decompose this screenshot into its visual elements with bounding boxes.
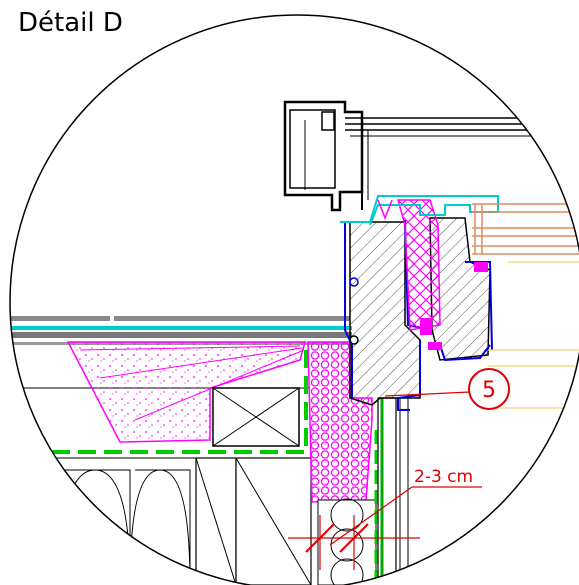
inner-frame-insulation <box>397 199 488 350</box>
dimension-label: 2-3 cm <box>414 467 473 487</box>
callout-leader <box>384 391 471 397</box>
shutter-box <box>283 100 579 212</box>
callout-marker: 5 <box>468 368 510 410</box>
wall-structure <box>10 457 312 585</box>
glazing <box>472 203 579 255</box>
callout-circle <box>468 368 510 410</box>
dimension-annotation <box>288 486 482 570</box>
aluminium-profile <box>340 195 499 226</box>
detail-title: Détail D <box>18 8 123 38</box>
timber-block <box>212 387 300 447</box>
sloped-insulation <box>66 341 306 443</box>
window-frame-wood <box>349 217 491 406</box>
detail-circle <box>9 14 579 585</box>
callout-number: 5 <box>482 378 496 403</box>
vapour-membrane <box>10 348 308 454</box>
interior-sill <box>488 261 579 409</box>
